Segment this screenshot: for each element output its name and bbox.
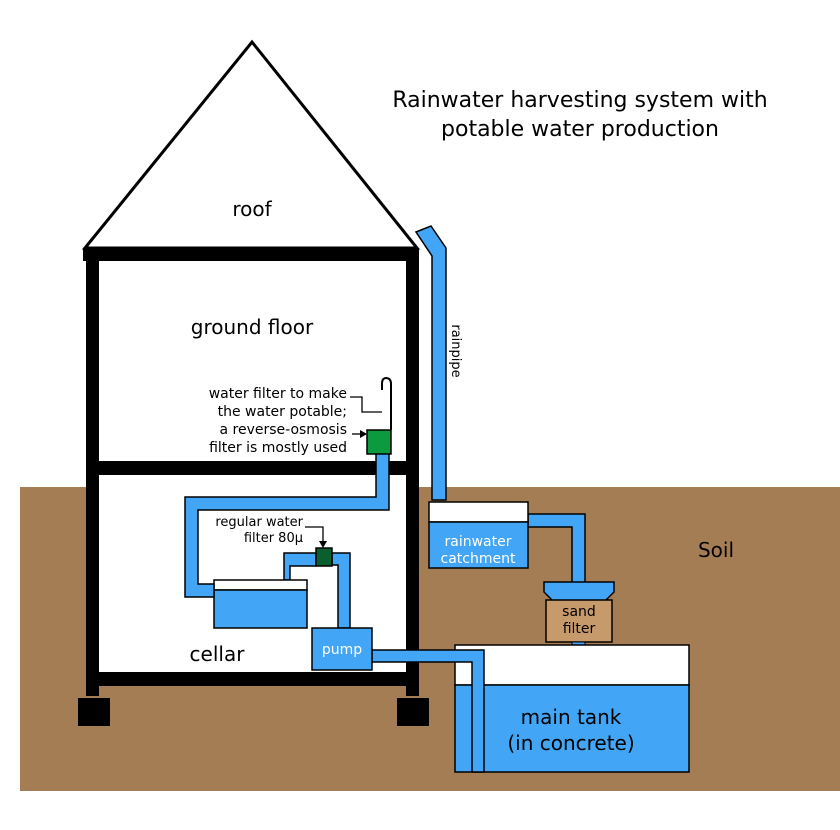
reverse-osmosis-filter [366, 429, 392, 455]
ro-arrowhead [360, 430, 367, 438]
cellar-tank [213, 579, 308, 629]
regular-filter-label-1: regular water [215, 515, 303, 530]
rainpipe-label: rainpipe [448, 324, 463, 377]
rainwater-catchment [428, 501, 529, 569]
pump-label: pump [322, 642, 362, 658]
pump: pump [311, 627, 373, 671]
main-tank-label-1: main tank [521, 705, 622, 729]
annotation-arrowhead [319, 541, 327, 548]
main-tank [454, 644, 690, 773]
title-line-2: potable water production [441, 117, 719, 142]
title-line-1: Rainwater harvesting system with [392, 88, 767, 113]
soil-label: Soil [698, 538, 734, 562]
cellar-label: cellar [190, 642, 246, 666]
ground-floor-label: ground floor [191, 315, 314, 339]
sand-filter-label-2: filter [563, 621, 596, 637]
potable-filter-label-3: a reverse-osmosis [219, 422, 347, 438]
main-tank-label-2: (in concrete) [507, 731, 634, 755]
rainpipe [414, 225, 447, 501]
rainwater-catchment-label-1: rainwater [445, 534, 512, 550]
roof-label: roof [232, 197, 272, 221]
regular-filter-label-2: filter 80µ [244, 531, 303, 546]
potable-filter-label-1: water filter to make [209, 386, 347, 402]
potable-filter-label-2: the water potable; [218, 404, 347, 420]
sand-filter-label-1: sand [562, 604, 596, 620]
faucet [381, 376, 392, 430]
house-structure [78, 248, 429, 726]
rainwater-catchment-label-2: catchment [441, 551, 516, 567]
regular-water-filter [315, 547, 333, 567]
potable-filter-label-4: filter is mostly used [209, 440, 347, 456]
